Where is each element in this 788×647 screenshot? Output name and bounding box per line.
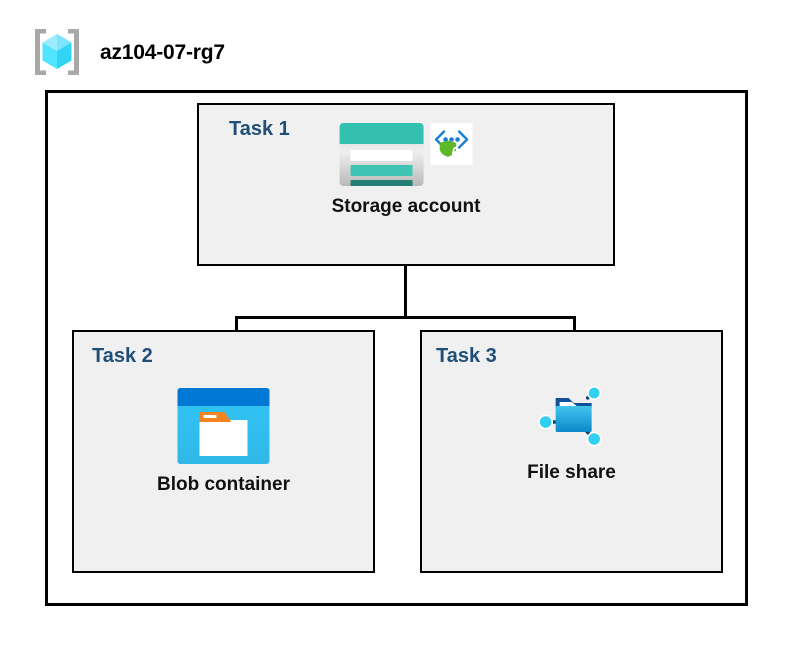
resource-group-header: az104-07-rg7 — [30, 26, 225, 78]
azure-blob-container-icon — [177, 388, 270, 464]
connector-trunk — [404, 266, 407, 319]
connector-branch-bar — [235, 316, 576, 319]
azure-resource-group-icon — [30, 26, 84, 78]
file-share-node[interactable]: File share — [527, 384, 616, 482]
blob-container-node[interactable]: Blob container — [157, 388, 290, 494]
storage-account-node[interactable]: Storage account — [331, 123, 481, 217]
azure-file-share-icon — [536, 384, 608, 450]
storage-account-caption: Storage account — [331, 196, 481, 217]
storage-account-icon-row — [339, 123, 473, 186]
task-3-label: Task 3 — [436, 345, 497, 367]
azure-storage-account-icon — [339, 123, 424, 186]
task-1-box[interactable]: Task 1 — [197, 103, 615, 266]
task-2-label: Task 2 — [92, 345, 153, 367]
task-3-box[interactable]: Task 3 — [420, 330, 723, 573]
task-1-label: Task 1 — [229, 118, 290, 140]
blob-container-caption: Blob container — [156, 474, 291, 495]
resource-group-name: az104-07-rg7 — [100, 40, 225, 64]
file-share-caption: File share — [527, 462, 616, 483]
task-2-box[interactable]: Task 2 Blob container — [72, 330, 375, 573]
private-endpoint-secured-icon — [430, 123, 473, 165]
